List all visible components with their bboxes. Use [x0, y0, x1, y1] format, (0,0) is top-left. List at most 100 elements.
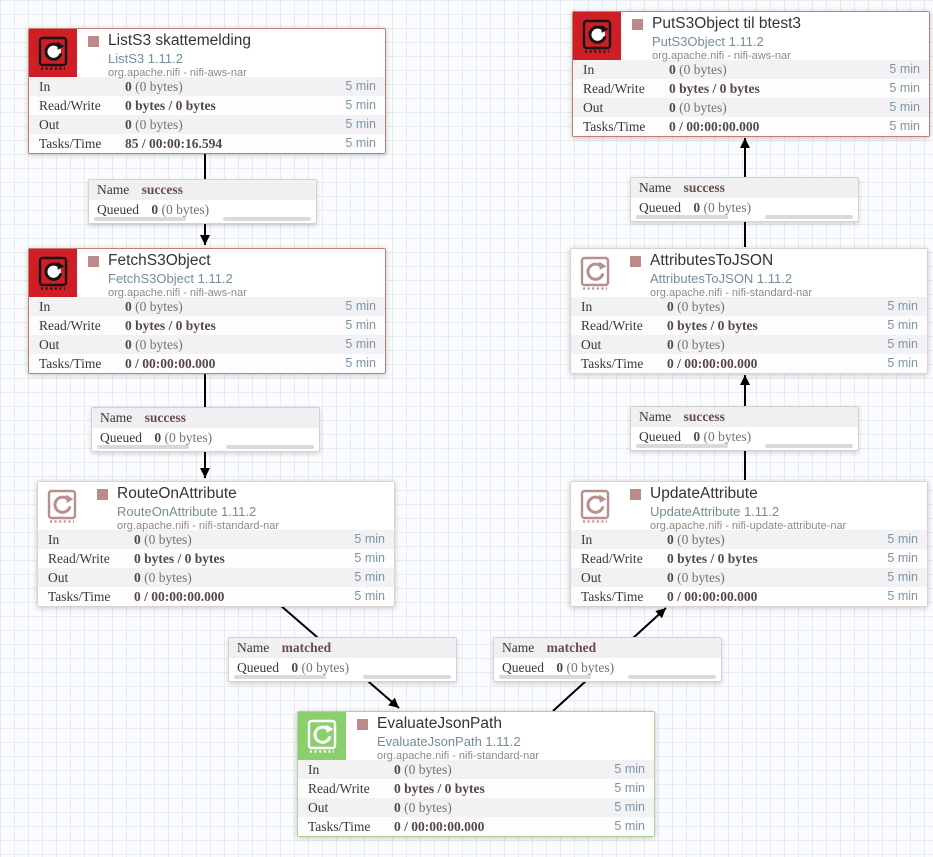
stat-label: In [48, 532, 60, 547]
stat-value: 0 (0 bytes) [667, 532, 725, 547]
connection-name-row: Name success [631, 178, 858, 198]
processor-header: ListS3 skattemelding ListS3 1.11.2 org.a… [29, 29, 385, 79]
queue-size-bar [226, 445, 314, 449]
processor-stamp-icon [571, 249, 619, 297]
stat-label: In [581, 299, 593, 314]
connection-name-row: Name success [92, 408, 319, 428]
queue-size-bar [363, 675, 451, 679]
stat-label: In [583, 62, 595, 77]
processor-type-version: AttributesToJSON 1.11.2 [650, 271, 793, 286]
stat-label: Out [581, 337, 602, 352]
processor-stats: In 0 (0 bytes) 5 min Read/Write 0 bytes … [29, 77, 385, 153]
stat-row: In 0 (0 bytes) 5 min [571, 530, 927, 549]
processor-stamp-icon [571, 482, 619, 530]
processor-header: EvaluateJsonPath EvaluateJsonPath 1.11.2… [298, 712, 654, 762]
processor-header: PutS3Object til btest3 PutS3Object 1.11.… [573, 12, 929, 62]
connection-queued-value: 0 (0 bytes) [693, 429, 752, 444]
stat-window: 5 min [354, 551, 385, 565]
stat-label: In [308, 762, 320, 777]
processor-heading: FetchS3Object FetchS3Object 1.11.2 org.a… [77, 249, 385, 299]
stat-label: Read/Write [39, 318, 101, 333]
connection-queued-key: Queued [639, 429, 681, 444]
stat-value: 0 bytes / 0 bytes [669, 81, 760, 96]
queue-size-bar [765, 444, 853, 448]
connection-name-value: success [683, 409, 725, 424]
stat-value: 0 bytes / 0 bytes [667, 551, 758, 566]
stat-label: Read/Write [581, 551, 643, 566]
stat-value: 0 (0 bytes) [125, 117, 183, 132]
processor-title: AttributesToJSON [650, 252, 774, 269]
connection-queued-value: 0 (0 bytes) [693, 200, 752, 215]
connection-label-evaluate-to-update[interactable]: Name matched Queued 0 (0 bytes) [493, 637, 722, 682]
processor-heading: ListS3 skattemelding ListS3 1.11.2 org.a… [77, 29, 385, 79]
stat-window: 5 min [345, 117, 376, 131]
processor-stamp-icon [29, 249, 77, 297]
processor-heading: AttributesToJSON AttributesToJSON 1.11.2… [619, 249, 927, 299]
stat-label: Out [39, 117, 60, 132]
processor-card-update-attribute[interactable]: UpdateAttribute UpdateAttribute 1.11.2 o… [570, 481, 928, 607]
stat-window: 5 min [887, 318, 918, 332]
stat-label: Tasks/Time [581, 356, 644, 371]
stat-row: Out 0 (0 bytes) 5 min [38, 568, 394, 587]
connection-queued-key: Queued [502, 660, 544, 675]
connection-queued-key: Queued [237, 660, 279, 675]
processor-card-attributes-to-json[interactable]: AttributesToJSON AttributesToJSON 1.11.2… [570, 248, 928, 374]
stat-label: Out [48, 570, 69, 585]
stat-row: Tasks/Time 0 / 00:00:00.000 5 min [29, 354, 385, 373]
stat-value: 0 (0 bytes) [125, 299, 183, 314]
processor-type-version: EvaluateJsonPath 1.11.2 [377, 734, 521, 749]
stat-row: Read/Write 0 bytes / 0 bytes 5 min [29, 316, 385, 335]
stat-window: 5 min [345, 299, 376, 313]
stat-value: 0 bytes / 0 bytes [125, 318, 216, 333]
stat-value: 0 / 00:00:00.000 [394, 819, 485, 834]
stat-row: Read/Write 0 bytes / 0 bytes 5 min [38, 549, 394, 568]
stat-label: Tasks/Time [581, 589, 644, 604]
connection-name-row: Name matched [229, 638, 456, 658]
stat-value: 0 (0 bytes) [669, 100, 727, 115]
run-state-stopped-icon [632, 18, 643, 30]
stat-window: 5 min [354, 589, 385, 603]
connection-label-fetchs3-to-route[interactable]: Name success Queued 0 (0 bytes) [91, 407, 320, 452]
connection-name-value: success [141, 182, 183, 197]
processor-card-list-s3[interactable]: ListS3 skattemelding ListS3 1.11.2 org.a… [28, 28, 386, 154]
stat-row: Out 0 (0 bytes) 5 min [298, 798, 654, 817]
connection-label-lists3-to-fetchs3[interactable]: Name success Queued 0 (0 bytes) [88, 179, 317, 224]
stat-value: 0 bytes / 0 bytes [394, 781, 485, 796]
stat-row: Out 0 (0 bytes) 5 min [571, 335, 927, 354]
stat-window: 5 min [345, 79, 376, 93]
queue-size-bar [223, 217, 311, 221]
connection-queued-key: Queued [97, 202, 139, 217]
stat-window: 5 min [354, 570, 385, 584]
connection-name-row: Name success [631, 407, 858, 427]
stat-window: 5 min [887, 589, 918, 603]
processor-card-route-on-attribute[interactable]: RouteOnAttribute RouteOnAttribute 1.11.2… [37, 481, 395, 607]
processor-card-evaluate-json-path[interactable]: EvaluateJsonPath EvaluateJsonPath 1.11.2… [297, 711, 655, 837]
connection-label-route-to-evaluate[interactable]: Name matched Queued 0 (0 bytes) [228, 637, 457, 682]
connection-queued-value: 0 (0 bytes) [151, 202, 210, 217]
stat-label: Read/Write [581, 318, 643, 333]
stat-window: 5 min [887, 337, 918, 351]
stat-window: 5 min [354, 532, 385, 546]
stat-row: Tasks/Time 0 / 00:00:00.000 5 min [571, 587, 927, 606]
stat-value: 0 / 00:00:00.000 [667, 589, 758, 604]
queue-count-bar [97, 445, 189, 449]
stat-row: In 0 (0 bytes) 5 min [29, 77, 385, 96]
stat-row: Read/Write 0 bytes / 0 bytes 5 min [29, 96, 385, 115]
stat-value: 85 / 00:00:16.594 [125, 136, 223, 151]
run-state-stopped-icon [630, 255, 641, 267]
connection-label-attrtojson-to-puts3[interactable]: Name success Queued 0 (0 bytes) [630, 177, 859, 222]
connection-name-value: matched [281, 640, 332, 655]
stat-row: In 0 (0 bytes) 5 min [38, 530, 394, 549]
processor-card-put-s3object[interactable]: PutS3Object til btest3 PutS3Object 1.11.… [572, 11, 930, 137]
connection-queued-value: 0 (0 bytes) [154, 430, 213, 445]
connection-label-update-to-attrtojson[interactable]: Name success Queued 0 (0 bytes) [630, 406, 859, 451]
stat-window: 5 min [889, 119, 920, 133]
stat-label: Tasks/Time [39, 356, 102, 371]
processor-bundle: org.apache.nifi - nifi-standard-nar [117, 520, 280, 532]
queue-count-bar [499, 675, 591, 679]
connection-name-key: Name [237, 640, 270, 655]
stat-label: In [581, 532, 593, 547]
processor-title: EvaluateJsonPath [377, 715, 502, 732]
processor-card-fetch-s3object[interactable]: FetchS3Object FetchS3Object 1.11.2 org.a… [28, 248, 386, 374]
